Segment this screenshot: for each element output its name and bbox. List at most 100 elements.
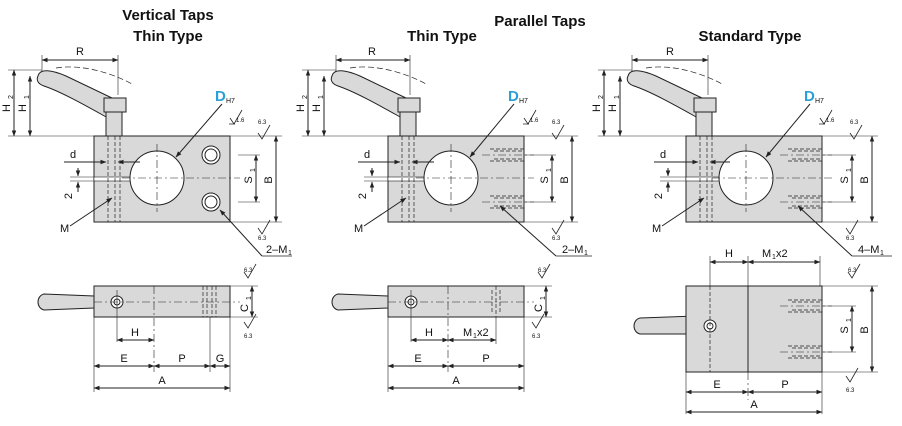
svg-text:H7: H7 bbox=[815, 98, 824, 105]
label-p: P bbox=[178, 353, 185, 365]
svg-text:E: E bbox=[713, 379, 720, 391]
svg-text:H: H bbox=[311, 104, 323, 112]
heading-vertical-taps: Vertical Taps bbox=[122, 7, 213, 24]
svg-text:x2: x2 bbox=[477, 327, 489, 339]
label-r: R bbox=[76, 46, 84, 58]
svg-text:2: 2 bbox=[357, 193, 369, 199]
parallel-thin-front-view bbox=[302, 55, 592, 257]
svg-text:6.3: 6.3 bbox=[244, 334, 253, 340]
parallel-standard-front-labels: R H 2 H 1 D H7 1.6 6.3 6.3 d 2 S 1 B M 4… bbox=[591, 46, 884, 257]
svg-text:P: P bbox=[482, 353, 489, 365]
svg-text:C: C bbox=[533, 304, 545, 312]
parallel-thin-side-labels: C 1 6.3 6.3 H M 1 x2 E P A bbox=[414, 268, 547, 387]
svg-text:6.3: 6.3 bbox=[848, 268, 857, 274]
heading-parallel-taps: Parallel Taps bbox=[494, 13, 585, 30]
vertical-thin-front-labels: R H 2 H 1 D H7 1.6 6.3 6.3 d 2 S 1 B M 2… bbox=[1, 46, 292, 257]
svg-text:R: R bbox=[666, 46, 674, 58]
svg-text:6.3: 6.3 bbox=[258, 120, 267, 126]
svg-text:6.3: 6.3 bbox=[846, 236, 855, 242]
svg-text:1: 1 bbox=[846, 318, 853, 322]
heading-parallel-thin-type: Thin Type bbox=[407, 28, 477, 45]
svg-text:2: 2 bbox=[8, 95, 15, 99]
svg-text:6.3: 6.3 bbox=[552, 236, 561, 242]
label-2: 2 bbox=[63, 193, 75, 199]
label-2-m1: 2–M bbox=[266, 244, 287, 256]
svg-text:1: 1 bbox=[318, 95, 325, 99]
parallel-standard-front-view bbox=[598, 55, 892, 257]
svg-text:1.6: 1.6 bbox=[826, 118, 835, 124]
svg-text:6.3: 6.3 bbox=[532, 334, 541, 340]
svg-text:H: H bbox=[591, 104, 603, 112]
svg-text:H7: H7 bbox=[519, 98, 528, 105]
label-m: M bbox=[60, 223, 69, 235]
svg-text:B: B bbox=[859, 326, 871, 333]
svg-text:1: 1 bbox=[584, 250, 588, 257]
svg-text:6.3: 6.3 bbox=[244, 268, 253, 274]
svg-text:1: 1 bbox=[288, 250, 292, 257]
label-s1: S bbox=[243, 176, 255, 183]
svg-text:P: P bbox=[781, 379, 788, 391]
svg-text:6.3: 6.3 bbox=[258, 236, 267, 242]
svg-text:M: M bbox=[652, 223, 661, 235]
svg-text:H7: H7 bbox=[226, 98, 235, 105]
svg-text:1: 1 bbox=[880, 250, 884, 257]
svg-text:1.6: 1.6 bbox=[236, 118, 245, 124]
heading-parallel-standard-type: Standard Type bbox=[698, 28, 801, 45]
svg-text:H: H bbox=[725, 248, 733, 260]
svg-text:1: 1 bbox=[772, 254, 776, 261]
label-h1: H bbox=[17, 104, 29, 112]
svg-text:d: d bbox=[660, 149, 666, 161]
svg-text:M: M bbox=[762, 248, 771, 260]
svg-text:H: H bbox=[295, 104, 307, 112]
label-4-m1: 4–M bbox=[858, 244, 879, 256]
svg-text:2–M: 2–M bbox=[562, 244, 583, 256]
svg-text:2: 2 bbox=[302, 95, 309, 99]
parallel-standard-side-view bbox=[633, 256, 878, 415]
svg-text:E: E bbox=[414, 353, 421, 365]
label-h2: H bbox=[1, 104, 13, 112]
label-c1: C bbox=[239, 304, 251, 312]
label-d-bore: D bbox=[215, 88, 226, 105]
svg-text:B: B bbox=[859, 176, 871, 183]
svg-text:1: 1 bbox=[250, 168, 257, 172]
svg-text:1: 1 bbox=[540, 296, 547, 300]
heading-vertical-thin-type: Thin Type bbox=[133, 28, 203, 45]
svg-text:6.3: 6.3 bbox=[850, 120, 859, 126]
svg-text:H: H bbox=[607, 104, 619, 112]
svg-text:6.3: 6.3 bbox=[538, 268, 547, 274]
svg-text:S: S bbox=[539, 176, 551, 183]
svg-text:d: d bbox=[364, 149, 370, 161]
svg-text:M: M bbox=[354, 223, 363, 235]
svg-text:x2: x2 bbox=[776, 248, 788, 260]
svg-text:A: A bbox=[750, 399, 758, 411]
svg-text:D: D bbox=[804, 88, 815, 105]
label-a: A bbox=[158, 375, 166, 387]
svg-text:1.6: 1.6 bbox=[530, 118, 539, 124]
svg-text:6.3: 6.3 bbox=[552, 120, 561, 126]
vertical-thin-front-view bbox=[8, 55, 292, 257]
svg-text:B: B bbox=[559, 176, 571, 183]
svg-text:2: 2 bbox=[653, 193, 665, 199]
svg-text:6.3: 6.3 bbox=[846, 388, 855, 394]
svg-text:S: S bbox=[839, 176, 851, 183]
label-d: d bbox=[70, 149, 76, 161]
svg-text:1: 1 bbox=[473, 333, 477, 340]
svg-text:A: A bbox=[452, 375, 460, 387]
parallel-thin-side-view bbox=[331, 263, 552, 392]
svg-text:1: 1 bbox=[24, 95, 31, 99]
label-m1x2: M bbox=[463, 327, 472, 339]
label-h: H bbox=[131, 327, 139, 339]
label-g: G bbox=[216, 353, 225, 365]
svg-text:1: 1 bbox=[246, 296, 253, 300]
label-e: E bbox=[120, 353, 127, 365]
svg-text:H: H bbox=[425, 327, 433, 339]
svg-text:D: D bbox=[508, 88, 519, 105]
svg-text:1: 1 bbox=[546, 168, 553, 172]
svg-text:2: 2 bbox=[598, 95, 605, 99]
svg-text:1: 1 bbox=[846, 168, 853, 172]
svg-text:1: 1 bbox=[614, 95, 621, 99]
vertical-thin-side-view bbox=[37, 263, 258, 392]
svg-text:R: R bbox=[368, 46, 376, 58]
